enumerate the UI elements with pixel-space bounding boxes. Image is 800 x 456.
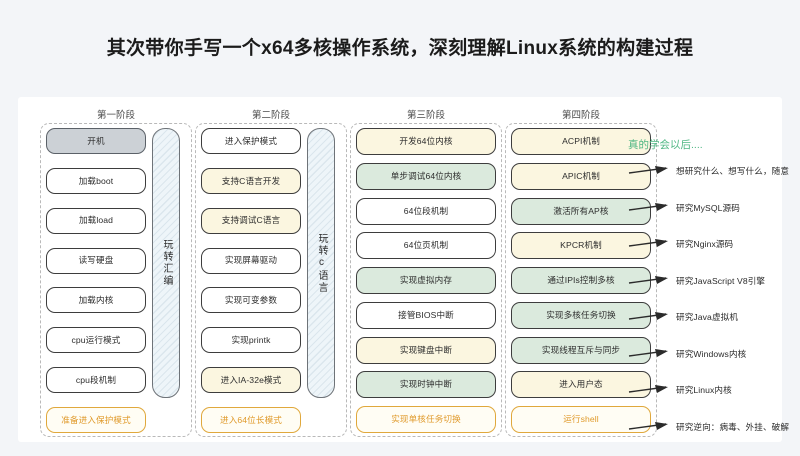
step-box[interactable]: ACPI机制 [511,128,651,155]
step-box[interactable]: KPCR机制 [511,232,651,260]
step-box[interactable]: cpu段机制 [46,367,146,394]
arrow-right-icon [628,202,668,211]
outcomes-panel: 真的学会以后.... 想研究什么、想写什么，随意 研究MySQL源码 [628,137,800,437]
arrow-right-icon [628,275,668,284]
stage-side-label-2: 玩转c语言 [307,128,335,398]
step-box[interactable]: 读写硬盘 [46,247,146,274]
outcome-label: 研究Windows内核 [676,348,747,359]
stage-steps-4: ACPI机制 APIC机制 激活所有AP核 KPCR机制 通过IPIs控制多核 … [511,128,651,433]
step-box[interactable]: 实现可变参数 [201,287,301,314]
page-title: 其次带你手写一个x64多核操作系统，深刻理解Linux系统的构建过程 [106,38,694,59]
stage-side-label-1: 玩转汇编 [152,128,180,398]
step-box-final[interactable]: 准备进入保护模式 [46,406,146,433]
stage-title-4: 第四阶段 [561,110,600,121]
step-box[interactable]: 进入保护模式 [201,128,301,154]
step-box[interactable]: 开发64位内核 [356,128,496,155]
outcome-item: 研究Nginx源码 [628,236,800,252]
step-box[interactable]: 实现多核任务切换 [511,301,651,329]
outcome-label: 研究逆向：病毒、外挂、破解 [676,421,790,432]
step-box[interactable]: 开机 [46,128,146,154]
stage-title-1: 第一阶段 [96,110,135,121]
step-box-final[interactable]: 进入64位长模式 [201,406,301,433]
stage-steps-2: 进入保护模式 支持C语言开发 支持调试C语言 实现屏幕驱动 实现可变参数 实现p… [201,128,301,433]
stage-steps-3: 开发64位内核 单步调试64位内核 64位段机制 64位页机制 实现虚拟内存 接… [356,128,496,433]
step-box[interactable]: 支持C语言开发 [201,167,301,194]
stage-border-1 [40,123,192,437]
stage-steps-1: 开机 加载boot 加载load 读写硬盘 加载内核 cpu运行模式 cpu段机… [46,128,146,433]
arrow-right-icon [628,312,668,321]
step-box[interactable]: 进入IA-32e模式 [201,367,301,394]
outcome-label: 研究Linux内核 [676,385,732,396]
outcome-item: 研究Java虚拟机 [628,309,800,325]
stage-title-3: 第三阶段 [406,110,445,121]
step-box[interactable]: 加载内核 [46,287,146,314]
step-box[interactable]: 实现时钟中断 [356,371,496,399]
arrow-right-icon [628,166,668,174]
step-box-final[interactable]: 运行shell [511,406,651,433]
step-box[interactable]: 进入用户态 [511,371,651,399]
step-box[interactable]: 通过IPIs控制多核 [511,267,651,294]
step-box[interactable]: 实现printk [201,327,301,354]
diagram-card: 第一阶段 开机 加载boot 加载load 读写硬盘 加载内核 cpu运行模式 … [18,97,789,442]
step-box[interactable]: 支持调试C语言 [201,207,301,234]
stage-border-2 [195,123,347,437]
stage-column-1: 第一阶段 开机 加载boot 加载load 读写硬盘 加载内核 cpu运行模式 … [40,101,192,439]
outcome-item: 研究Linux内核 [628,382,800,398]
stage-title-2: 第二阶段 [251,110,290,121]
step-box[interactable]: 激活所有AP核 [511,197,651,225]
arrow-right-icon [628,348,668,357]
step-box[interactable]: 接管BIOS中断 [356,301,496,329]
step-box-final[interactable]: 实现单核任务切换 [356,406,496,433]
step-box[interactable]: 实现键盘中断 [356,336,496,364]
step-box[interactable]: 单步调试64位内核 [356,162,496,190]
step-box[interactable]: cpu运行模式 [46,327,146,354]
outcome-label: 研究MySQL源码 [676,202,740,213]
arrow-right-icon [628,239,668,248]
step-box[interactable]: 64位页机制 [356,232,496,260]
outcome-item: 研究MySQL源码 [628,200,800,216]
outcome-label: 研究Java虚拟机 [676,312,739,323]
step-box[interactable]: 实现虚拟内存 [356,267,496,294]
outcome-label: 想研究什么、想写什么，随意 [676,166,790,176]
outcome-item: 研究Windows内核 [628,346,800,362]
outcome-item: 研究JavaScript V8引擎 [628,273,800,289]
stage-side-label-text: 玩转汇编 [161,239,172,287]
step-box[interactable]: 实现屏幕驱动 [201,247,301,274]
stage-border-3 [350,123,502,437]
stage-side-label-text: 玩转c语言 [316,232,327,294]
stage-column-4: 第四阶段 ACPI机制 APIC机制 激活所有AP核 KPCR机制 通过IPIs… [505,101,657,439]
step-box[interactable]: 加载load [46,207,146,234]
arrow-right-icon [628,385,668,394]
step-box[interactable]: 实现线程互斥与同步 [511,336,651,364]
step-box[interactable]: 加载boot [46,167,146,194]
arrow-right-icon [628,421,668,430]
outcomes-list: 想研究什么、想写什么，随意 研究MySQL源码 研究Nginx源码 [628,163,800,435]
outcomes-heading: 真的学会以后.... [628,139,703,151]
step-box[interactable]: APIC机制 [511,162,651,190]
outcome-item: 研究逆向：病毒、外挂、破解 [628,419,800,435]
step-box[interactable]: 64位段机制 [356,197,496,225]
outcome-label: 研究JavaScript V8引擎 [676,275,766,286]
outcome-item: 想研究什么、想写什么，随意 [628,163,800,179]
stage-columns: 第一阶段 开机 加载boot 加载load 读写硬盘 加载内核 cpu运行模式 … [32,101,657,439]
stage-column-3: 第三阶段 开发64位内核 单步调试64位内核 64位段机制 64位页机制 实现虚… [350,101,502,439]
stage-column-2: 第二阶段 进入保护模式 支持C语言开发 支持调试C语言 实现屏幕驱动 实现可变参… [195,101,347,439]
outcome-label: 研究Nginx源码 [676,239,734,250]
